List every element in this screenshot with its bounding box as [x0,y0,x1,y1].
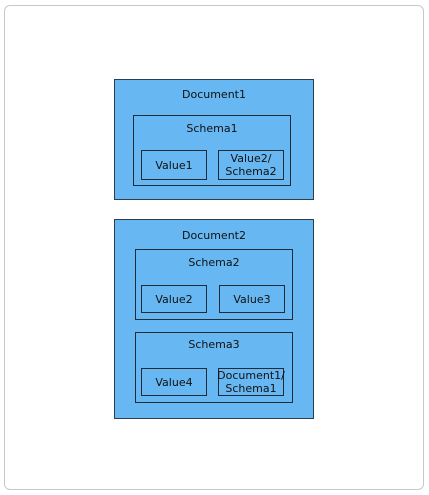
schema3-box: Schema3 Value4 Document1/ Schema1 [135,332,293,403]
value2-schema2-box: Value2/ Schema2 [218,150,284,180]
document1-schema1-ref-box: Document1/ Schema1 [217,368,285,396]
value2-box: Value2 [141,285,207,313]
document2-title: Document2 [182,229,246,242]
schema1-title: Schema1 [186,122,238,135]
value3-box: Value3 [219,285,285,313]
schema2-box: Schema2 Value2 Value3 [135,249,293,320]
document2-box: Document2 Schema2 Value2 Value3 Schema3 … [114,219,314,419]
document1-box: Document1 Schema1 Value1 Value2/ Schema2 [114,79,314,200]
schema1-box: Schema1 Value1 Value2/ Schema2 [133,115,291,186]
document1-title: Document1 [182,88,246,101]
value4-box: Value4 [141,368,207,396]
value1-box: Value1 [141,150,207,180]
schema3-title: Schema3 [188,338,240,351]
schema2-title: Schema2 [188,256,240,269]
